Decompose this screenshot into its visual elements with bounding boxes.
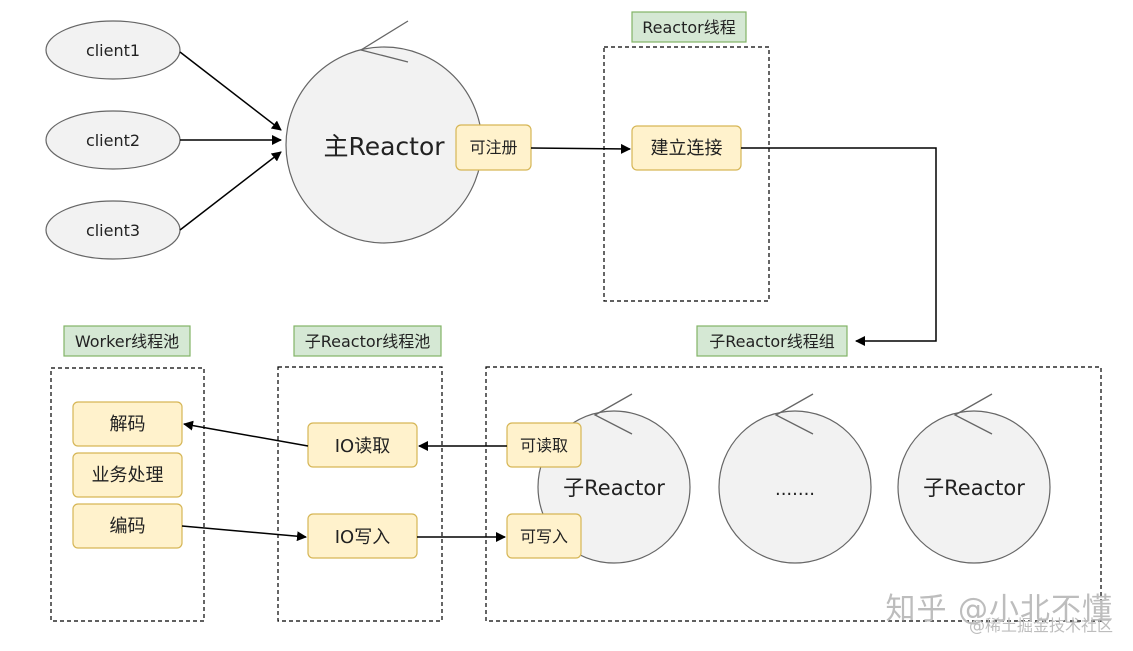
register-label: 可注册	[469, 138, 517, 157]
decode-box: 解码	[72, 401, 183, 447]
write-box: 可写入	[506, 513, 582, 559]
reactor-thread-title-label: Reactor线程	[642, 18, 736, 37]
sub-reactor-pool-title: 子Reactor线程池	[293, 325, 442, 357]
client2-node: client2	[45, 110, 181, 170]
cycle-icon	[953, 393, 993, 435]
cycle-icon	[359, 20, 409, 63]
cycle-icon	[774, 393, 814, 435]
worker-pool-title: Worker线程池	[63, 325, 191, 357]
client2-label: client2	[86, 131, 140, 150]
read-box: 可读取	[506, 422, 582, 468]
read-label: 可读取	[520, 436, 568, 455]
register-arrow	[530, 143, 631, 154]
sub-reactor-label-1: 子Reactor	[563, 476, 665, 500]
sub-reactor-group-container	[485, 366, 1102, 622]
encode-to-io-arrow	[181, 525, 307, 542]
register-box: 可注册	[455, 124, 532, 171]
write-label: 可写入	[520, 527, 568, 546]
sub-reactor-node-2: .......	[718, 393, 872, 564]
client3-arrow	[179, 151, 282, 231]
sub-reactor-group-title: 子Reactor线程组	[696, 325, 848, 357]
sub-reactor-label-2: .......	[775, 479, 815, 500]
sub-reactor-node-3: 子Reactor	[897, 393, 1051, 564]
reactor-thread-title: Reactor线程	[631, 11, 747, 43]
io-read-box: IO读取	[307, 422, 418, 468]
connect-box: 建立连接	[631, 125, 742, 171]
reactor-thread-container	[603, 46, 770, 302]
main-reactor-label: 主Reactor	[323, 132, 445, 161]
main-reactor-node: 主Reactor	[285, 20, 483, 244]
io-to-decode-arrow	[183, 420, 309, 447]
encode-label: 编码	[110, 516, 146, 537]
sub-reactor-pool-container	[277, 366, 443, 622]
client3-node: client3	[45, 200, 181, 260]
sub-reactor-group-title-label: 子Reactor线程组	[709, 332, 835, 351]
business-box: 业务处理	[72, 452, 183, 498]
client1-label: client1	[86, 41, 140, 60]
decode-label: 解码	[110, 414, 146, 435]
sub-reactor-pool-title-label: 子Reactor线程池	[305, 332, 431, 351]
io-write-box: IO写入	[307, 513, 418, 559]
watermark-juejin: @稀土掘金技术社区	[968, 616, 1113, 635]
business-label: 业务处理	[92, 465, 164, 486]
io-read-label: IO读取	[335, 436, 390, 457]
cycle-icon	[593, 393, 633, 435]
connect-label: 建立连接	[651, 138, 723, 159]
encode-box: 编码	[72, 503, 183, 549]
client3-label: client3	[86, 221, 140, 240]
connect-arrow	[741, 147, 937, 346]
worker-pool-title-label: Worker线程池	[75, 332, 179, 351]
io-write-label: IO写入	[335, 527, 390, 548]
sub-reactor-label-3: 子Reactor	[923, 476, 1025, 500]
client1-arrow	[179, 51, 282, 131]
watermark-zhihu: 知乎 @小北不懂	[885, 592, 1113, 627]
client1-node: client1	[45, 20, 181, 80]
